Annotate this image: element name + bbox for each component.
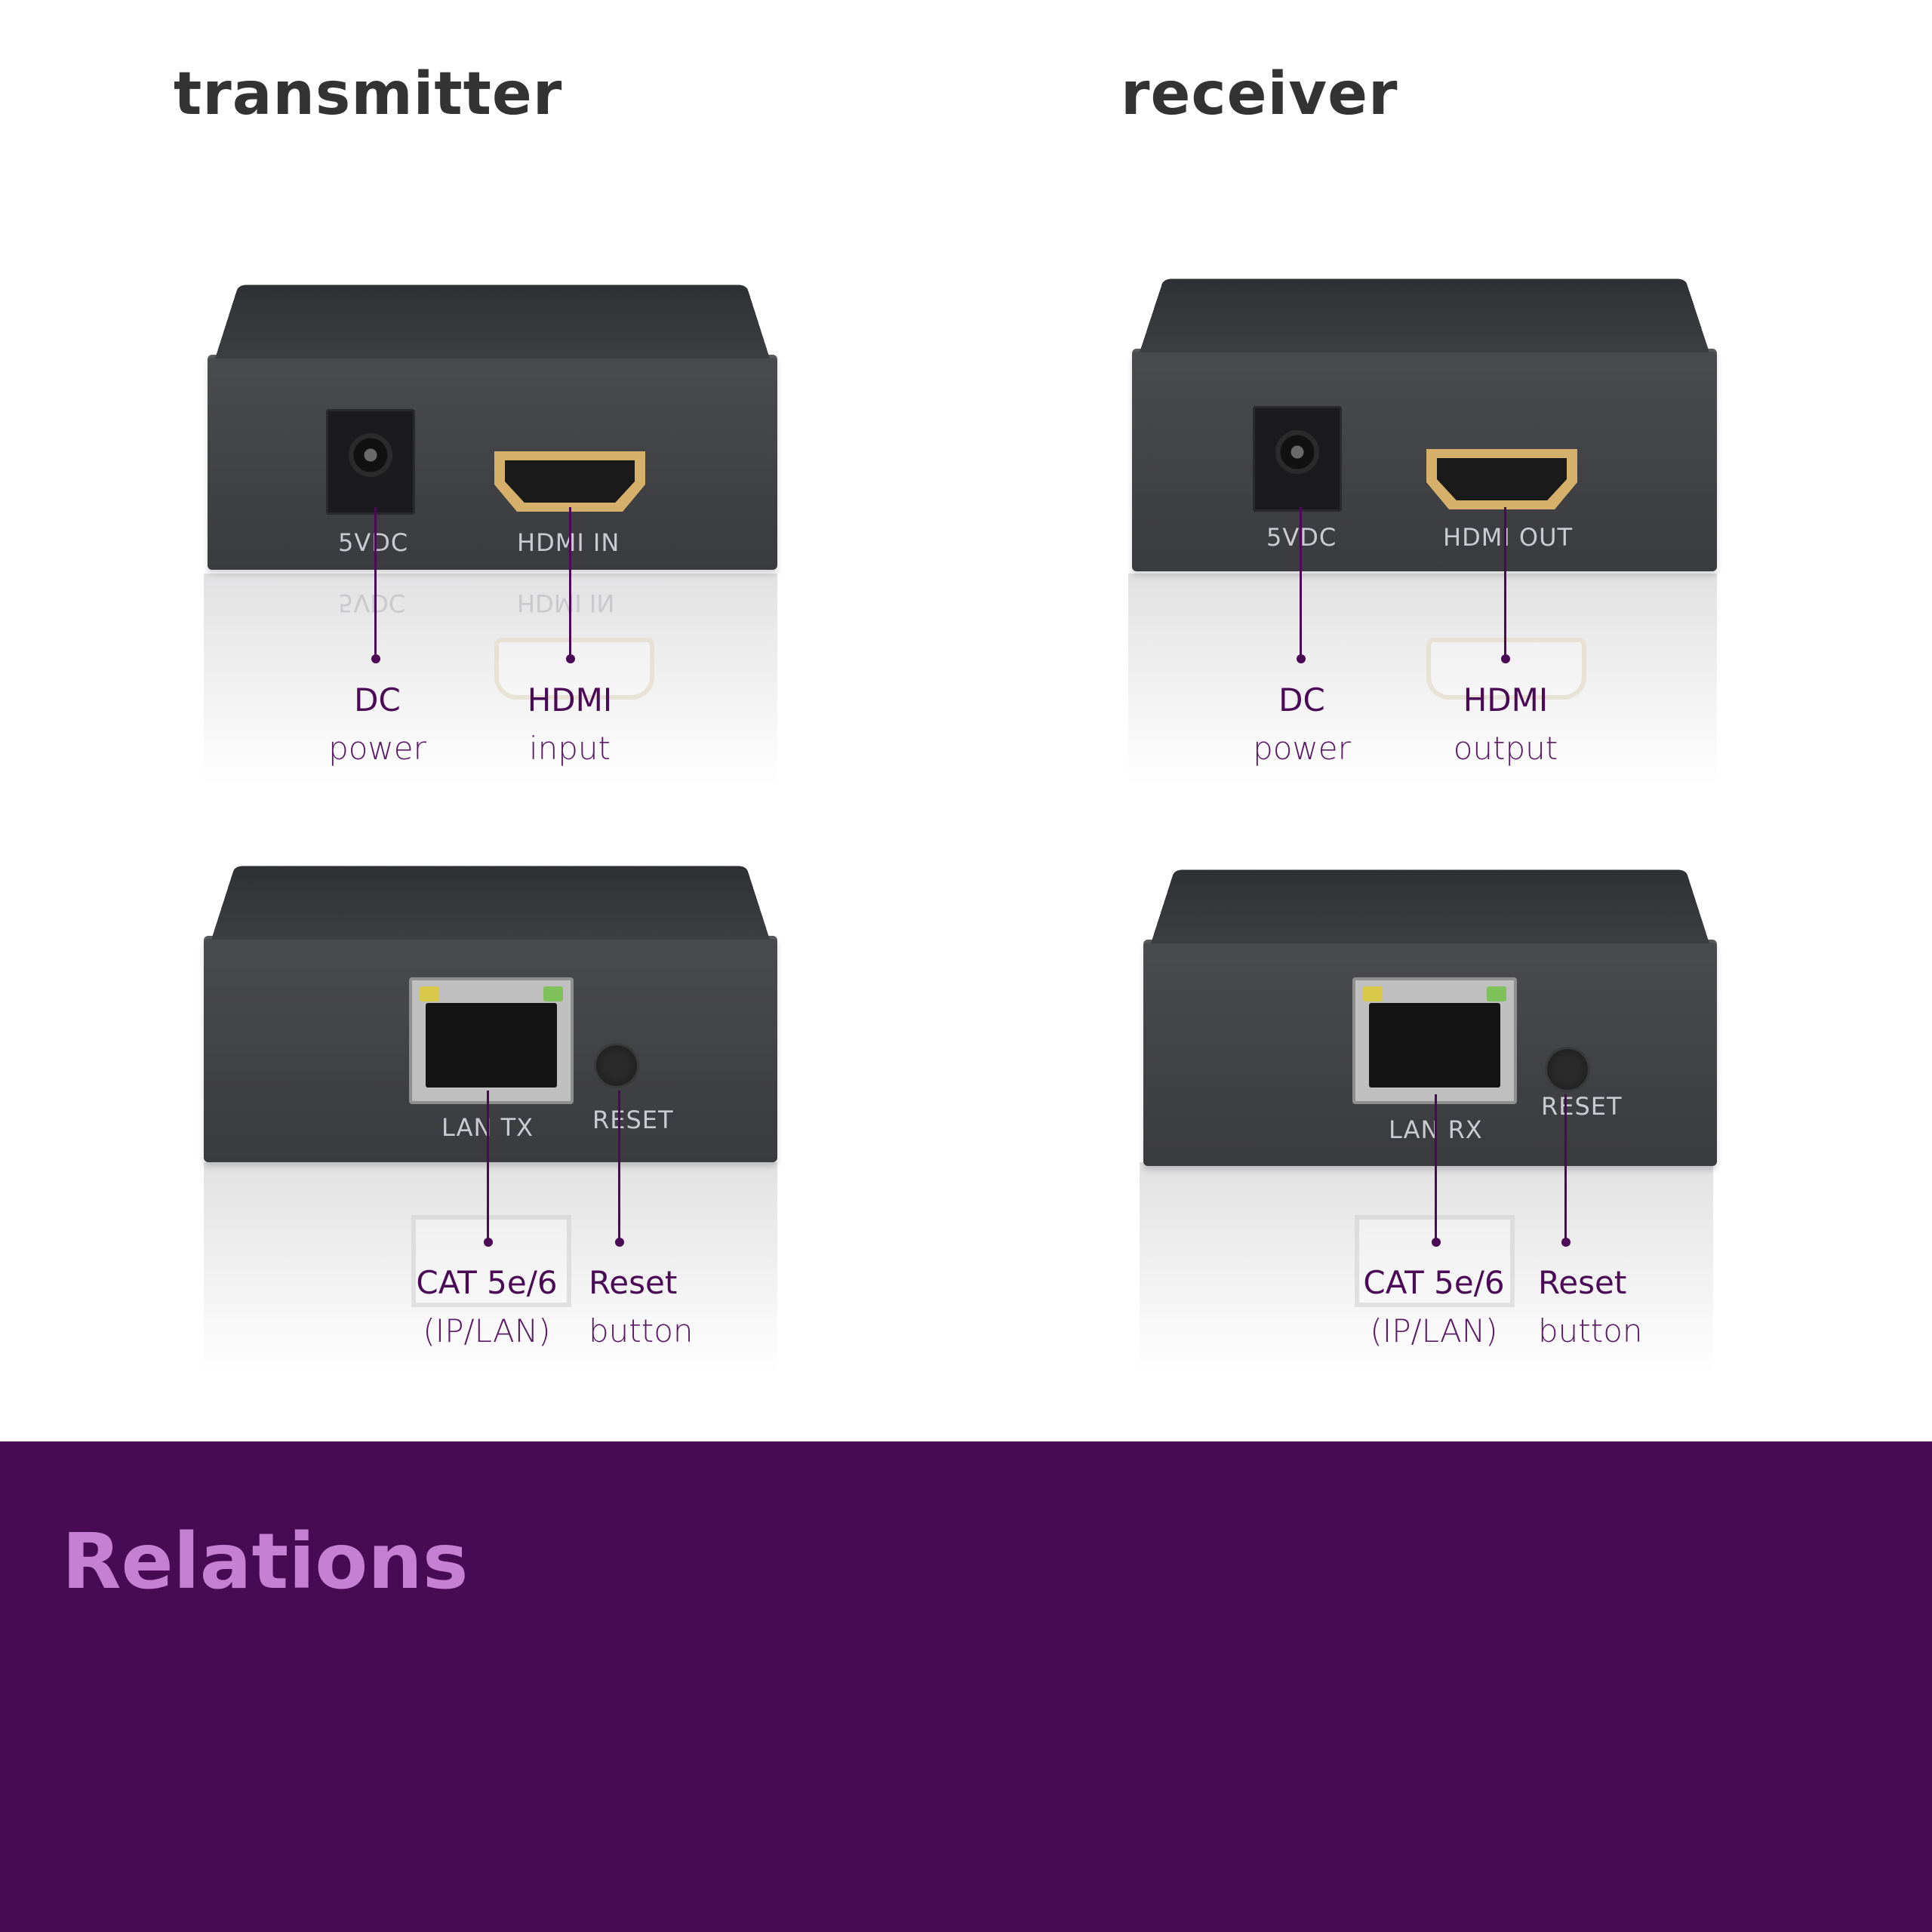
callout-line1: HDMI <box>1463 681 1549 718</box>
reflected-label: 5VDC <box>338 589 406 617</box>
leader-line <box>1435 1094 1437 1241</box>
port-label-reset: RESET <box>1541 1092 1623 1121</box>
port-label-hdmi-out: HDMI OUT <box>1443 523 1574 552</box>
reflection <box>204 1162 777 1374</box>
leader-line <box>1504 507 1506 658</box>
leader-dot <box>1432 1238 1441 1247</box>
leader-line <box>487 1091 489 1241</box>
reflection <box>1140 1162 1713 1374</box>
callout-line2: output <box>1453 730 1558 767</box>
port-label-hdmi-in: HDMI IN <box>517 528 620 557</box>
leader-dot <box>484 1238 493 1247</box>
callout-cat-lan: CAT 5e/6 (IP/LAN) <box>1343 1259 1524 1355</box>
leader-dot <box>615 1238 624 1247</box>
reset-button-icon <box>1547 1049 1588 1090</box>
callout-line2: (IP/LAN) <box>423 1312 551 1349</box>
callout-dc-power: DC power <box>317 676 438 773</box>
device-top <box>215 285 770 358</box>
callout-line1: CAT 5e/6 <box>416 1264 558 1301</box>
callout-line1: Reset <box>1538 1264 1627 1301</box>
receiver-heading: receiver <box>1121 60 1398 128</box>
reflected-label: HDMI IN <box>517 589 615 617</box>
callout-line1: DC <box>1278 681 1325 718</box>
dc-jack-icon <box>1253 406 1342 512</box>
leader-line <box>569 507 571 658</box>
reflected-rj45-port <box>411 1215 571 1307</box>
callout-line2: power <box>328 730 426 767</box>
device-top <box>211 866 770 940</box>
callout-line2: (IP/LAN) <box>1370 1312 1498 1349</box>
callout-hdmi-output: HDMI output <box>1438 676 1574 773</box>
leader-line <box>618 1091 620 1241</box>
port-label-5vdc: 5VDC <box>338 528 409 557</box>
reflection <box>204 574 777 785</box>
callout-cat-lan: CAT 5e/6 (IP/LAN) <box>396 1259 577 1355</box>
led-indicator <box>543 986 563 1001</box>
reflected-hdmi-port <box>494 638 654 700</box>
dc-jack-icon <box>326 409 415 515</box>
footer-banner: Relations <box>0 1441 1932 1932</box>
callout-line1: HDMI <box>527 681 613 718</box>
callout-line2: input <box>528 730 611 767</box>
reflected-hdmi-port <box>1426 638 1586 700</box>
led-indicator <box>1487 986 1506 1001</box>
leader-dot <box>371 654 380 663</box>
callout-line1: DC <box>354 681 401 718</box>
callout-reset-button: Reset button <box>1538 1259 1651 1355</box>
hdmi-port-icon <box>494 451 645 512</box>
transmitter-heading: transmitter <box>174 60 563 128</box>
led-indicator <box>1363 986 1383 1001</box>
leader-line <box>374 507 377 658</box>
callout-reset-button: Reset button <box>589 1259 702 1355</box>
leader-dot <box>1297 654 1306 663</box>
leader-line <box>1564 1094 1567 1241</box>
reset-button-icon <box>596 1045 637 1086</box>
receiver-front-device <box>1132 278 1717 571</box>
led-indicator <box>420 986 439 1001</box>
callout-line2: button <box>1538 1312 1643 1349</box>
leader-dot <box>566 654 575 663</box>
port-label-reset: RESET <box>592 1106 674 1134</box>
rj45-port-icon <box>409 977 574 1104</box>
reflection <box>1128 574 1717 785</box>
callout-line1: CAT 5e/6 <box>1363 1264 1505 1301</box>
callout-dc-power: DC power <box>1241 676 1362 773</box>
footer-title: Relations <box>62 1517 469 1607</box>
leader-dot <box>1561 1238 1571 1247</box>
device-top <box>1140 278 1709 352</box>
leader-line <box>1300 507 1302 658</box>
device-top <box>1151 869 1709 943</box>
rj45-port-icon <box>1352 977 1517 1104</box>
transmitter-front-device <box>208 285 777 570</box>
callout-line2: button <box>589 1312 694 1349</box>
callout-line2: power <box>1253 730 1351 767</box>
hdmi-port-icon <box>1426 449 1577 509</box>
leader-dot <box>1501 654 1510 663</box>
callout-line1: Reset <box>589 1264 678 1301</box>
callout-hdmi-input: HDMI input <box>506 676 634 773</box>
